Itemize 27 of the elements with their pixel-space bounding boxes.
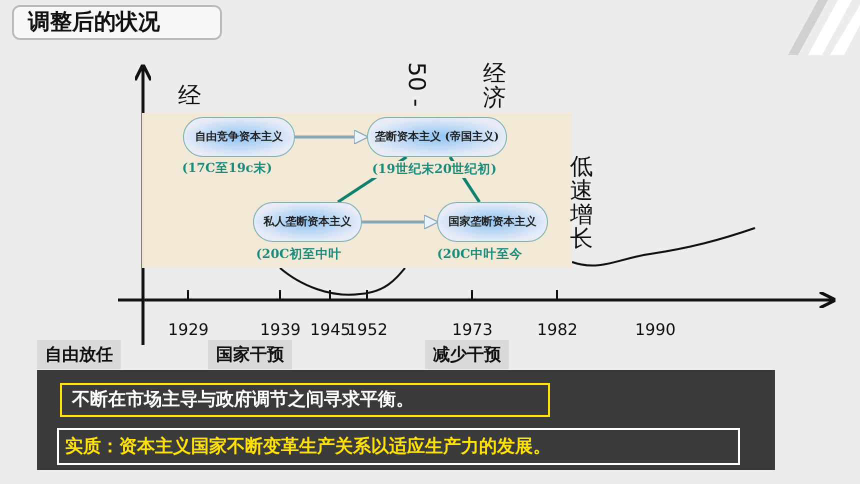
stage-node: 私人垄断资本主义	[253, 202, 362, 242]
slide-title: 调整后的状况	[12, 5, 222, 40]
essence-sentence: 实质：资本主义国家不断变革生产关系以适应生产力的发展。	[57, 428, 740, 465]
axis-tick-label: 1945	[310, 320, 350, 339]
axis-title-fragment: 50 -	[404, 62, 427, 107]
axis-tick-label: 1990	[635, 320, 675, 339]
stage-label: 低速增长	[570, 155, 594, 252]
axis-tick-label: 1982	[537, 320, 577, 339]
period-caption: (20C初至中叶	[256, 246, 342, 263]
period-caption: (17C至19c末)	[182, 160, 272, 177]
summary-sentence: 不断在市场主导与政府调节之间寻求平衡。	[60, 383, 550, 417]
stage-node: 垄断资本主义 (帝国主义)	[367, 117, 507, 157]
arrow	[362, 214, 439, 230]
period-caption: (20C中叶至今	[437, 246, 522, 263]
axis-tick-label: 1939	[260, 320, 300, 339]
axis-title-fragment: 经	[178, 84, 202, 108]
axis-tick-label: 1929	[168, 320, 208, 339]
stage-node: 自由竞争资本主义	[183, 117, 295, 157]
policy-label: 自由放任	[37, 340, 121, 369]
policy-label: 国家干预	[208, 340, 292, 369]
arrow	[295, 129, 369, 145]
stage-node: 国家垄断资本主义	[437, 202, 548, 242]
policy-label: 减少干预	[425, 340, 509, 369]
axis-tick-label: 1973	[452, 320, 492, 339]
axis-tick-label: 1952	[347, 320, 387, 339]
period-caption: (19世纪末20世纪初)	[372, 161, 497, 178]
axis-title-fragment: 经济	[483, 62, 507, 110]
